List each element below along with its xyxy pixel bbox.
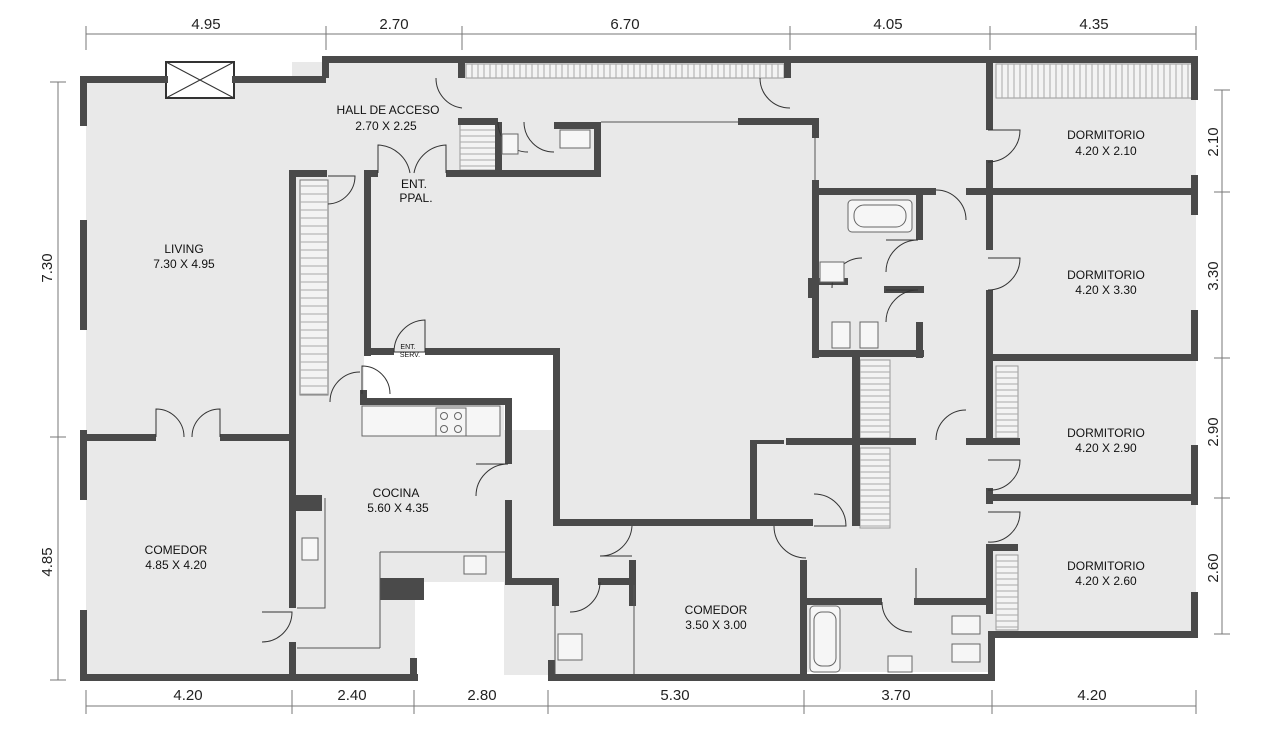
hall-name: HALL DE ACCESO — [337, 103, 440, 117]
living-size: 7.30 X 4.95 — [153, 257, 215, 271]
fixtures — [297, 121, 981, 674]
doors — [155, 77, 1021, 643]
room-labels: LIVING 7.30 X 4.95 HALL DE ACCESO 2.70 X… — [145, 103, 1145, 632]
walls — [80, 56, 1198, 681]
comedor-mid-size: 3.50 X 3.00 — [685, 618, 747, 632]
dim-right-4: 2.60 — [1205, 553, 1222, 582]
ent-serv-line1: ENT. — [400, 344, 415, 351]
dim-bottom-1: 4.20 — [173, 687, 202, 704]
dorm1-size: 4.20 X 2.10 — [1075, 144, 1137, 158]
comedor-mid-name: COMEDOR — [685, 603, 748, 617]
dim-bottom-5: 3.70 — [881, 687, 910, 704]
dim-left-2: 4.85 — [39, 547, 56, 576]
dorm2-size: 4.20 X 3.30 — [1075, 283, 1137, 297]
bidet-icon — [951, 643, 981, 663]
living-name: LIVING — [164, 242, 203, 256]
cocina-name: COCINA — [373, 486, 420, 500]
sink-icon — [301, 537, 319, 561]
toilet-icon — [831, 321, 851, 349]
ent-ppal-line1: ENT. — [401, 177, 427, 191]
bidet-icon — [859, 321, 879, 349]
dim-left-1: 7.30 — [39, 253, 56, 282]
dim-right-3: 2.90 — [1205, 417, 1222, 446]
dim-bottom-3: 2.80 — [467, 687, 496, 704]
sink-icon — [501, 133, 519, 155]
comedor-left-size: 4.85 X 4.20 — [145, 558, 207, 572]
dimension-labels: 4.95 2.70 6.70 4.05 4.35 4.20 2.40 2.80 … — [39, 16, 1222, 704]
dim-top-4: 4.05 — [873, 16, 902, 33]
comedor-left-name: COMEDOR — [145, 543, 208, 557]
dorm2-name: DORMITORIO — [1067, 268, 1145, 282]
dorm3-name: DORMITORIO — [1067, 426, 1145, 440]
dorm4-size: 4.20 X 2.60 — [1075, 574, 1137, 588]
floor-fills — [86, 62, 1196, 677]
dimension-lines — [50, 26, 1230, 714]
dim-right-2: 3.30 — [1205, 261, 1222, 290]
ent-ppal-line2: PPAL. — [399, 191, 432, 205]
hall-size: 2.70 X 2.25 — [355, 119, 417, 133]
sink-icon — [819, 261, 845, 283]
cocina-size: 5.60 X 4.35 — [367, 501, 429, 515]
dim-right-1: 2.10 — [1205, 127, 1222, 156]
dorm4-name: DORMITORIO — [1067, 559, 1145, 573]
counter — [361, 405, 501, 437]
dim-bottom-6: 4.20 — [1077, 687, 1106, 704]
dim-top-1: 4.95 — [191, 16, 220, 33]
dorm3-size: 4.20 X 2.90 — [1075, 441, 1137, 455]
ent-serv-line2: SERV. — [400, 352, 420, 359]
sink-icon — [887, 655, 913, 673]
skylight-icon — [165, 61, 235, 99]
toilet-icon — [951, 615, 981, 635]
dim-bottom-2: 2.40 — [337, 687, 366, 704]
dim-top-2: 2.70 — [379, 16, 408, 33]
toilet-icon — [559, 129, 591, 149]
stove-icon — [435, 407, 467, 437]
stairs — [299, 63, 1197, 631]
sink-icon — [557, 633, 583, 661]
dim-top-5: 4.35 — [1079, 16, 1108, 33]
dorm1-name: DORMITORIO — [1067, 128, 1145, 142]
sink-icon — [463, 555, 487, 575]
dim-top-3: 6.70 — [610, 16, 639, 33]
dim-bottom-4: 5.30 — [660, 687, 689, 704]
